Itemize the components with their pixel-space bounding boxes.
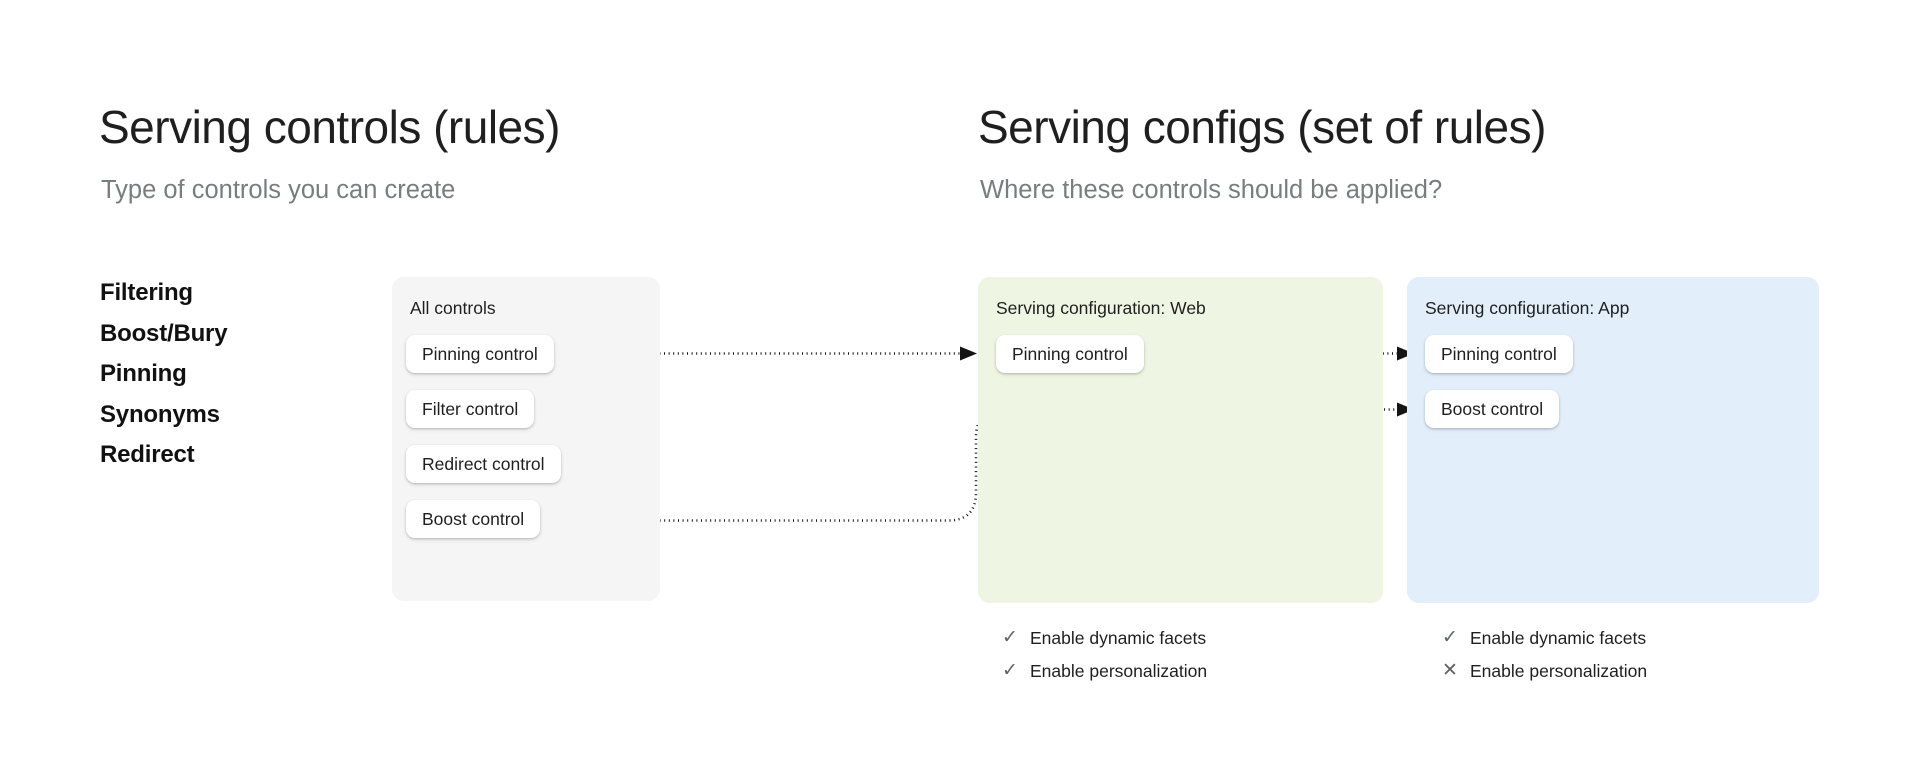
control-type-synonyms: Synonyms [100,400,220,428]
web-config-card: Serving configuration: Web Pinning contr… [978,277,1383,603]
chip-redirect-control: Redirect control [406,445,561,483]
web-chip-pinning-control: Pinning control [996,335,1144,373]
app-config-card: Serving configuration: App Pinning contr… [1407,277,1819,603]
app-config-chip-column: Pinning control Boost control [1425,335,1573,428]
app-config-card-label: Serving configuration: App [1425,298,1630,318]
arrowhead-pinning-to-web [960,346,977,361]
feature-row: ✕ Enable personalization [1440,660,1647,682]
all-controls-chip-column: Pinning control Filter control Redirect … [406,335,561,538]
feature-row: ✓ Enable dynamic facets [1000,627,1207,649]
app-chip-pinning-control: Pinning control [1425,335,1573,373]
feature-label: Enable personalization [1030,660,1208,681]
feature-label: Enable dynamic facets [1030,627,1207,648]
feature-row: ✓ Enable personalization [1000,660,1207,682]
control-type-list: Filtering Boost/Bury Pinning Synonyms Re… [100,273,228,476]
chip-pinning-control: Pinning control [406,335,554,373]
control-type-pinning: Pinning [100,360,187,388]
right-section-subtitle: Where these controls should be applied? [980,176,1443,204]
web-config-chip-column: Pinning control [996,335,1144,373]
control-type-redirect: Redirect [100,441,195,469]
all-controls-card-label: All controls [410,298,496,318]
right-section-title: Serving configs (set of rules) [978,101,1546,153]
app-feature-list: ✓ Enable dynamic facets ✕ Enable persona… [1440,627,1647,682]
feature-label: Enable dynamic facets [1470,627,1647,648]
feature-row: ✓ Enable dynamic facets [1440,627,1647,649]
web-config-card-label: Serving configuration: Web [996,298,1206,318]
app-chip-boost-control: Boost control [1425,390,1560,428]
control-type-boost-bury: Boost/Bury [100,319,228,347]
left-section-subtitle: Type of controls you can create [101,176,456,204]
check-icon: ✓ [1002,627,1018,648]
web-feature-list: ✓ Enable dynamic facets ✓ Enable persona… [1000,627,1207,682]
all-controls-card: All controls Pinning control Filter cont… [392,277,660,601]
cross-icon: ✕ [1442,660,1458,681]
left-section-title: Serving controls (rules) [99,101,560,153]
feature-label: Enable personalization [1470,660,1648,681]
control-type-filtering: Filtering [100,279,193,306]
chip-boost-control: Boost control [406,500,541,538]
check-icon: ✓ [1002,660,1018,681]
chip-filter-control: Filter control [406,390,535,428]
check-icon: ✓ [1442,627,1458,648]
